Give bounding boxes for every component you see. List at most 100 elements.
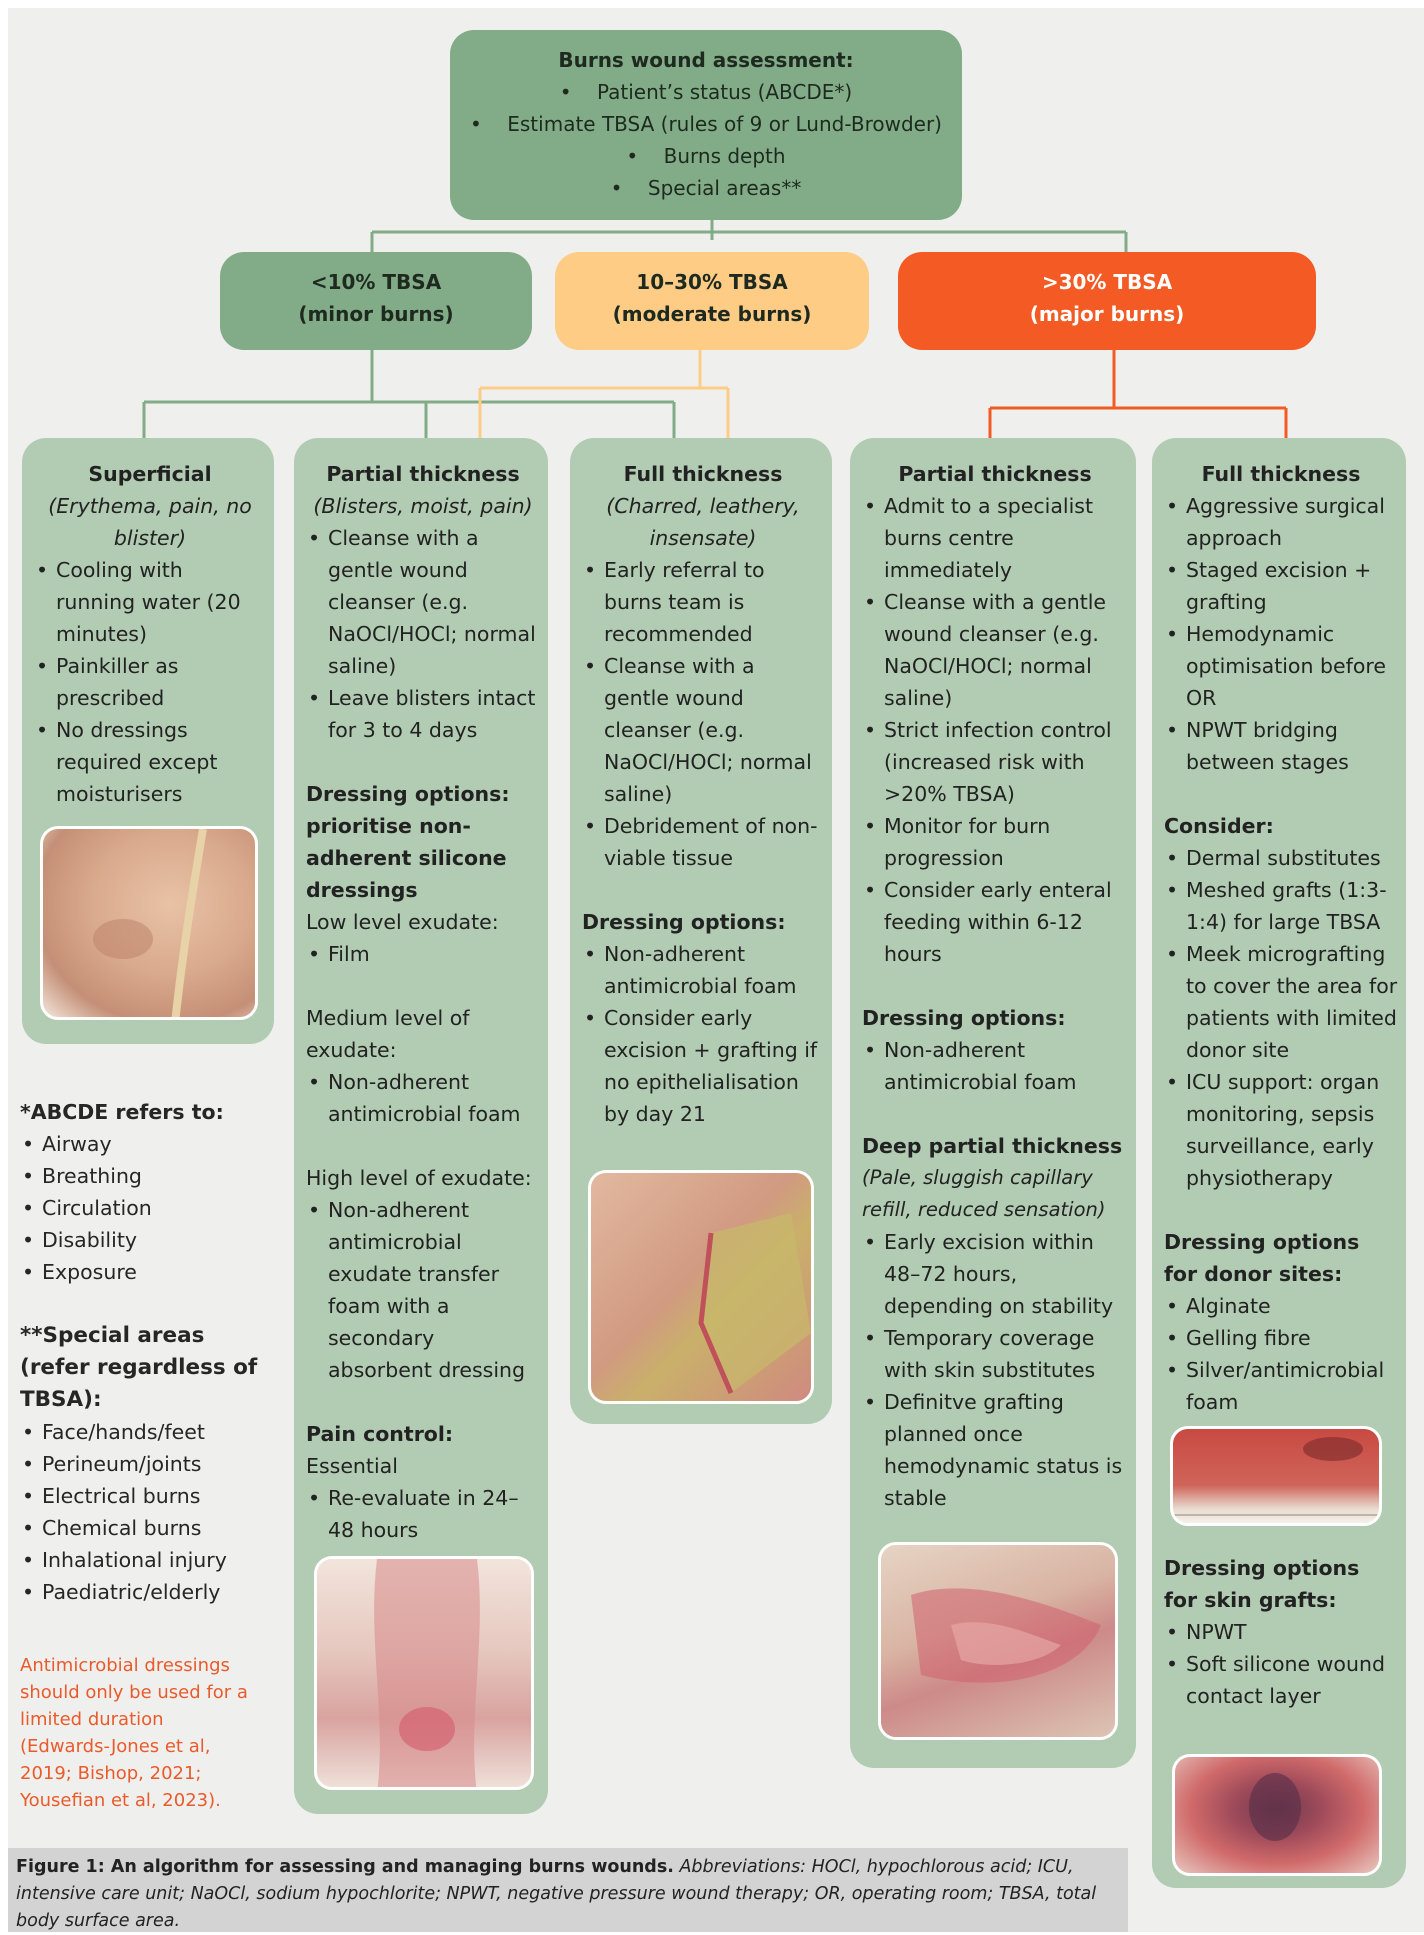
major-burns-box: >30% TBSA (major burns) — [898, 252, 1316, 350]
assessment-item: • Estimate TBSA (rules of 9 or Lund-Brow… — [450, 108, 962, 140]
assessment-item: • Special areas** — [450, 172, 962, 204]
list-item: Inhalational injury — [20, 1544, 270, 1576]
list-item: Consider early excision + grafting if no… — [582, 1002, 824, 1130]
column-subtitle: (Blisters, moist, pain) — [306, 490, 540, 522]
column-subtitle: (Charred, leathery, insensate) — [582, 490, 824, 554]
list-item: Airway — [20, 1128, 270, 1160]
moderate-burns-label: (moderate burns) — [555, 298, 869, 330]
list-item: NPWT — [1164, 1616, 1398, 1648]
list-item: Silver/antimicrobial foam — [1164, 1354, 1398, 1418]
list-item: Meshed grafts (1:3-1:4) for large TBSA — [1164, 874, 1398, 938]
list-item: Non-adherent antimicrobial foam — [306, 1066, 540, 1130]
special-areas-notes: **Special areas (refer regardless of TBS… — [20, 1320, 270, 1608]
list-item: Definitve grafting planned once hemodyna… — [862, 1386, 1128, 1514]
list-item: Disability — [20, 1224, 270, 1256]
caption-title: Figure 1: An algorithm for assessing and… — [16, 1857, 674, 1877]
list-item: Hemodynamic optimisation before OR — [1164, 618, 1398, 714]
abcde-heading: *ABCDE refers to: — [20, 1096, 270, 1128]
column-title: Superficial — [34, 458, 266, 490]
list-item: Consider early enteral feeding within 6-… — [862, 874, 1128, 970]
pain-control-heading: Pain control: — [306, 1418, 540, 1450]
major-burns-tbsa: >30% TBSA — [898, 266, 1316, 298]
list-item: Debridement of non-viable tissue — [582, 810, 824, 874]
list-item: Dermal substitutes — [1164, 842, 1398, 874]
skin-graft-photo — [1172, 1754, 1382, 1876]
skin-grafts-heading: Dressing options for skin grafts: — [1164, 1552, 1398, 1616]
list-item: Staged excision + grafting — [1164, 554, 1398, 618]
burn-photo-illustration — [881, 1545, 1118, 1740]
burn-photo-illustration — [43, 829, 258, 1020]
assessment-title: Burns wound assessment: — [450, 44, 962, 76]
assessment-box: Burns wound assessment: • Patient’s stat… — [450, 30, 962, 220]
dressing-heading: Dressing options: prioritise non-adheren… — [306, 778, 540, 906]
consider-heading: Consider: — [1164, 810, 1398, 842]
list-item: Non-adherent antimicrobial foam — [582, 938, 824, 1002]
superficial-burn-photo — [40, 826, 258, 1020]
list-item: Chemical burns — [20, 1512, 270, 1544]
antimicrobial-note: Antimicrobial dressings should only be u… — [20, 1652, 250, 1814]
donor-site-photo — [1170, 1426, 1382, 1526]
list-item: No dressings required except moisturiser… — [34, 714, 266, 810]
major-burns-label: (major burns) — [898, 298, 1316, 330]
list-item: Re-evaluate in 24–48 hours — [306, 1482, 540, 1546]
assessment-item: • Burns depth — [450, 140, 962, 172]
list-item: ICU support: organ monitoring, sepsis su… — [1164, 1066, 1398, 1194]
abcde-notes: *ABCDE refers to: Airway Breathing Circu… — [20, 1096, 270, 1288]
list-item: Face/hands/feet — [20, 1416, 270, 1448]
burn-photo-illustration — [591, 1173, 814, 1404]
list-item: Temporary coverage with skin substitutes — [862, 1322, 1128, 1386]
minor-burns-tbsa: <10% TBSA — [220, 266, 532, 298]
column-subtitle: (Erythema, pain, no blister) — [34, 490, 266, 554]
list-item: Cleanse with a gentle wound cleanser (e.… — [862, 586, 1128, 714]
list-item: Film — [306, 938, 540, 970]
burn-photo-illustration — [1173, 1429, 1382, 1526]
list-item: Aggressive surgical approach — [1164, 490, 1398, 554]
deep-partial-heading: Deep partial thickness — [862, 1130, 1128, 1162]
assessment-item: • Patient’s status (ABCDE*) — [450, 76, 962, 108]
deep-partial-thickness-photo — [878, 1542, 1118, 1740]
minor-burns-label: (minor burns) — [220, 298, 532, 330]
column-title: Full thickness — [582, 458, 824, 490]
dressing-heading: Dressing options: — [582, 906, 824, 938]
moderate-burns-tbsa: 10–30% TBSA — [555, 266, 869, 298]
list-item: Non-adherent antimicrobial foam — [862, 1034, 1128, 1098]
column-title: Full thickness — [1164, 458, 1398, 490]
list-item: Early referral to burns team is recommen… — [582, 554, 824, 650]
minor-burns-box: <10% TBSA (minor burns) — [220, 252, 532, 350]
pain-control-text: Essential — [306, 1450, 540, 1482]
full-thickness-photo — [588, 1170, 814, 1404]
list-item: Non-adherent antimicrobial exudate trans… — [306, 1194, 540, 1386]
list-item: Soft silicone wound contact layer — [1164, 1648, 1398, 1712]
list-item: NPWT bridging between stages — [1164, 714, 1398, 778]
list-item: Early excision within 48–72 hours, depen… — [862, 1226, 1128, 1322]
column-title: Partial thickness — [862, 458, 1128, 490]
donor-sites-heading: Dressing options for donor sites: — [1164, 1226, 1398, 1290]
burn-photo-illustration — [1175, 1757, 1382, 1876]
list-item: Paediatric/elderly — [20, 1576, 270, 1608]
exudate-label: High level of exudate: — [306, 1162, 540, 1194]
partial-thickness-photo — [314, 1556, 534, 1790]
list-item: Breathing — [20, 1160, 270, 1192]
list-item: Monitor for burn progression — [862, 810, 1128, 874]
list-item: Cooling with running water (20 minutes) — [34, 554, 266, 650]
list-item: Cleanse with a gentle wound cleanser (e.… — [582, 650, 824, 810]
exudate-label: Low level exudate: — [306, 906, 540, 938]
list-item: Gelling fibre — [1164, 1322, 1398, 1354]
figure-caption: Figure 1: An algorithm for assessing and… — [8, 1848, 1128, 1932]
list-item: Painkiller as prescribed — [34, 650, 266, 714]
list-item: Strict infection control (increased risk… — [862, 714, 1128, 810]
list-item: Alginate — [1164, 1290, 1398, 1322]
exudate-label: Medium level of exudate: — [306, 1002, 540, 1066]
list-item: Cleanse with a gentle wound cleanser (e.… — [306, 522, 540, 682]
moderate-burns-box: 10–30% TBSA (moderate burns) — [555, 252, 869, 350]
list-item: Exposure — [20, 1256, 270, 1288]
special-areas-heading: **Special areas (refer regardless of TBS… — [20, 1320, 270, 1416]
list-item: Electrical burns — [20, 1480, 270, 1512]
list-item: Leave blisters intact for 3 to 4 days — [306, 682, 540, 746]
deep-partial-subtitle: (Pale, sluggish capillary refill, reduce… — [862, 1162, 1128, 1226]
column-title: Partial thickness — [306, 458, 540, 490]
dressing-heading: Dressing options: — [862, 1002, 1128, 1034]
list-item: Admit to a specialist burns centre immed… — [862, 490, 1128, 586]
burn-photo-illustration — [317, 1559, 534, 1790]
list-item: Meek micrografting to cover the area for… — [1164, 938, 1398, 1066]
